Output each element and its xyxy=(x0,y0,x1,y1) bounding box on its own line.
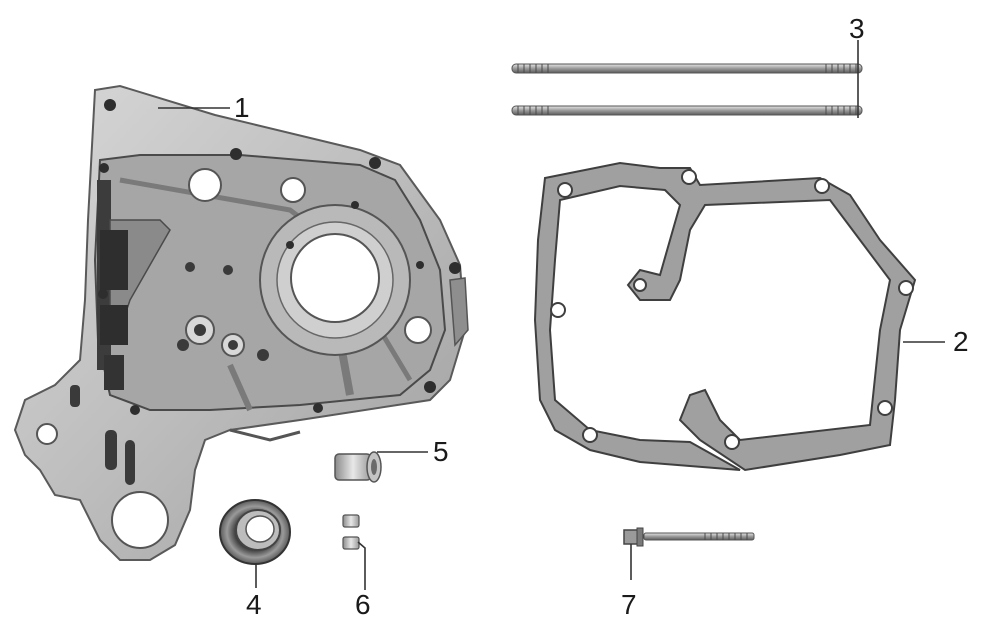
callout-4: 4 xyxy=(246,589,262,620)
bushing xyxy=(334,451,382,483)
callout-3: 3 xyxy=(849,13,865,44)
leader-lines xyxy=(158,40,945,590)
callout-6: 6 xyxy=(355,589,371,620)
callout-1: 1 xyxy=(234,92,250,123)
flange-bolt xyxy=(623,527,755,547)
callout-5: 5 xyxy=(433,436,449,467)
gasket xyxy=(533,161,917,472)
crankcase-cover xyxy=(13,84,469,561)
callout-2: 2 xyxy=(953,326,969,357)
callout-labels: 1 2 3 4 5 6 7 xyxy=(234,13,969,620)
stud-bolts xyxy=(511,63,863,116)
callout-7: 7 xyxy=(621,589,637,620)
ball-bearing xyxy=(219,499,291,565)
leader-6 xyxy=(357,541,366,590)
dowel-pins xyxy=(342,514,360,550)
